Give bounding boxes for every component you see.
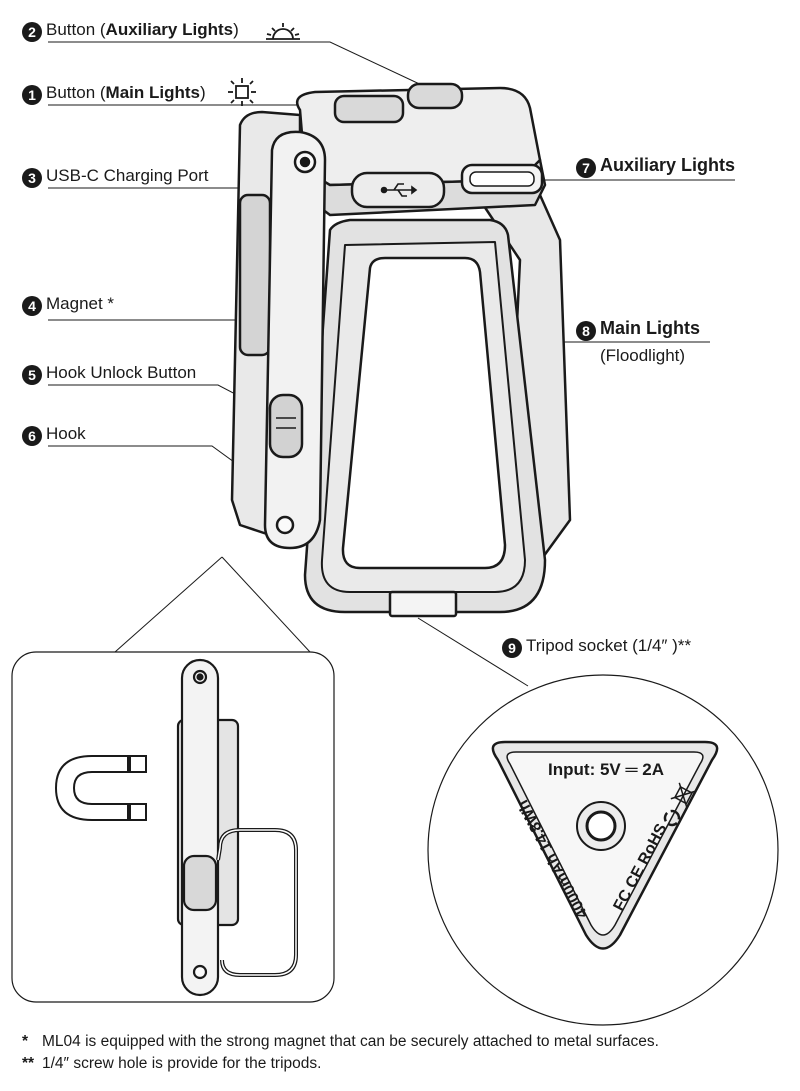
plate-input-text: Input: 5V ═ 2A [548,760,664,779]
callout-number: 4 [22,296,42,316]
floodlight-panel [341,256,507,570]
tripod-socket [388,590,458,618]
usb-icon [380,183,418,197]
auxiliary-lights-button [406,82,464,110]
label-text: Button ( [46,20,106,39]
label-bold-text: Auxiliary Lights [600,155,736,175]
callout-number: 2 [22,22,42,42]
footnote-marker: * [22,1033,29,1050]
leader-button-aux [48,41,429,89]
footnote-text: ML04 is equipped with the strong magnet … [42,1033,659,1050]
sun-icon [228,78,256,106]
label-bold-text: Auxiliary Lights [105,20,234,39]
footnote-marker: ** [22,1055,35,1072]
callout-number: 5 [22,365,42,385]
magnet-hook-inset [11,556,335,1003]
hook-unlock-button [268,393,304,459]
main-lights-button [333,94,405,124]
leader-tripod [417,617,529,687]
callout-number: 6 [22,426,42,446]
magnet-plate [238,193,272,357]
label-text: Magnet [46,294,103,313]
callout-number: 7 [576,158,596,178]
callout-number: 8 [576,321,596,341]
recycle-icon [663,809,681,827]
footnote-magnet: * ML04 is equipped with the strong magnet… [22,1032,659,1052]
callout-number: 1 [22,85,42,105]
footnote-text: 1/4″ screw hole is provide for the tripo… [42,1055,322,1072]
sun-half-icon [266,23,300,40]
callout-number: 3 [22,168,42,188]
label-text: Button ( [46,83,106,102]
label-text: ) [233,20,239,39]
tripod-base-inset: Input: 5V ═ 2A 4000mAh 14.8Wh FC CE RoHS [427,674,779,1026]
label-text: USB-C Charging Port [46,166,209,185]
magnet-icon [54,755,147,821]
label-text: Tripod socket (1/4″ )** [526,636,692,655]
label-text: * [102,294,115,313]
lamp-device [230,82,572,618]
label-floodlight: (Floodlight) [600,346,686,365]
label-bold-text: Main Lights [105,83,200,102]
bin-icon [670,782,696,808]
label-text: Hook [46,424,86,443]
label-text: ) [200,83,206,102]
callout-number: 9 [502,638,522,658]
footnote-tripod: ** 1/4″ screw hole is provide for the tri… [22,1054,321,1074]
label-text: Hook Unlock Button [46,363,197,382]
label-bold-text: Main Lights [600,318,700,338]
